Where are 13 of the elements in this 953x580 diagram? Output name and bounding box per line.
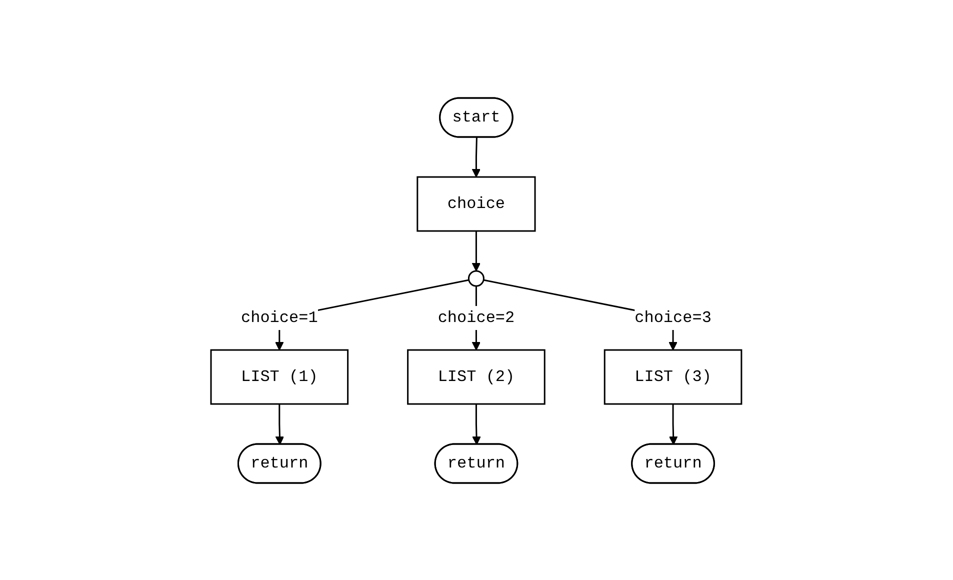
edge-label: choice=1 (241, 308, 318, 326)
arrow (472, 404, 482, 444)
arrow (472, 136, 481, 177)
arrow (276, 404, 284, 444)
edge-label: choice=3 (634, 308, 712, 326)
arrow (472, 230, 481, 271)
edge-label: choice=2 (438, 308, 515, 326)
node-box: LIST (1) (210, 348, 349, 404)
arrow (669, 404, 678, 444)
node-box: choice (416, 176, 536, 232)
node-box: LIST (2) (407, 348, 546, 404)
node-box: LIST (3) (604, 348, 742, 404)
node-circle (468, 270, 485, 286)
